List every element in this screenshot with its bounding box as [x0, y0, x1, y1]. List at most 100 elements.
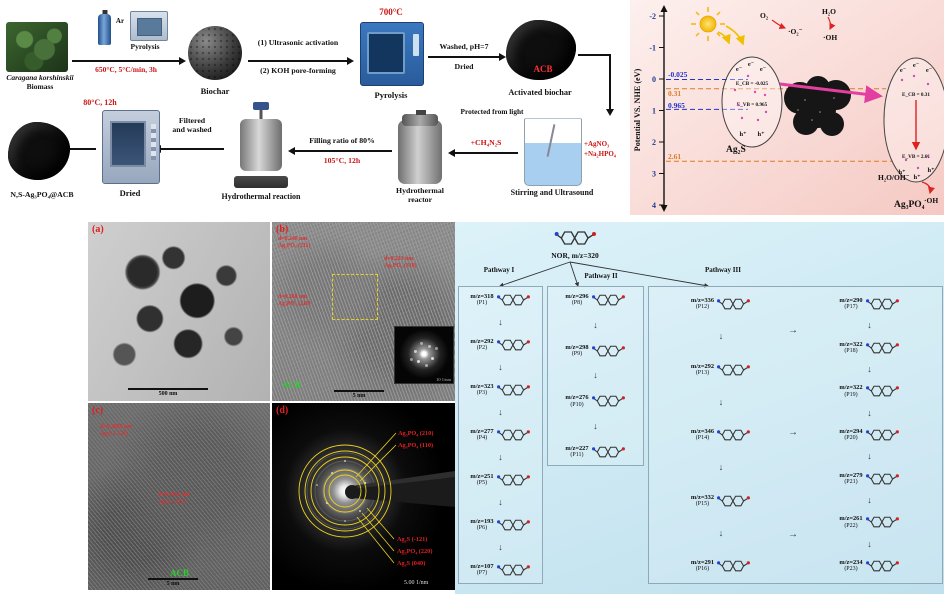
superoxide-label: ·O₂⁻: [788, 27, 803, 36]
pathway-product: m/z=234(P23): [839, 556, 899, 576]
ecb-ag2s-label: E_CB = -0.025: [736, 81, 769, 87]
pathway-product: m/z=318(P1): [470, 290, 530, 310]
molecule-structure: [496, 294, 530, 306]
product-code: (P2): [476, 345, 488, 352]
hydrothermal-reaction-icon: [232, 102, 290, 188]
panel-b-fft-inset: 10 1/nm: [394, 326, 454, 384]
pathway-product: m/z=107(P7): [470, 560, 530, 580]
evb-ag2s-label: E_VB = 0.965: [737, 102, 768, 108]
pathway2-label: Pathway II: [584, 272, 618, 280]
pathway-product: m/z=279(P21): [839, 469, 899, 489]
filtered-line1: Filtered: [178, 116, 206, 125]
product-mz: m/z=318: [470, 293, 494, 301]
product-code: (P14): [695, 435, 710, 442]
product-code: (P4): [476, 435, 488, 442]
down-arrow-icon: ↓: [867, 538, 872, 549]
filling-label: Filling ratio of 80%: [309, 136, 375, 145]
axis-tick: 0: [652, 75, 656, 84]
reactor-label: Hydrothermal reactor: [396, 186, 444, 205]
product-code: (P7): [476, 570, 488, 577]
tem-panel-a: [88, 222, 270, 401]
biochar-image: [188, 26, 242, 80]
down-arrow-icon: ↓: [498, 361, 503, 372]
panel-c-label: (c): [92, 405, 104, 416]
pathway-product: m/z=323(P3): [470, 380, 530, 400]
pathway-product: m/z=294(P20): [839, 425, 899, 445]
filtered-line2: and washed: [172, 125, 212, 135]
molecule-structure: [591, 294, 625, 306]
saed-bottom-label-3: Ag₂S (040): [397, 560, 425, 567]
biomass-label: Caragana korshinskii Biomass: [0, 73, 80, 92]
product-code: (P11): [570, 452, 584, 459]
product-mz: m/z=193: [470, 518, 494, 526]
down-arrow-icon: ↓: [593, 319, 598, 330]
saed-top-label-1: Ag₃PO₄ (210): [398, 430, 433, 437]
axis-tick: 3: [652, 170, 656, 179]
hole-label: h⁺: [898, 169, 905, 176]
down-arrow-icon: ↓: [498, 541, 503, 552]
reagent2: +Na₂HPO₄: [584, 150, 616, 158]
product-code: (P13): [695, 369, 710, 376]
heater-base: [234, 176, 288, 188]
product-mz: m/z=251: [470, 473, 494, 481]
fft-spots: [423, 353, 426, 356]
band-diagram-panel: -2 -1 0 1 2 3 4 Potential VS. NHE (eV) -…: [630, 0, 944, 215]
acb-tag: ACB: [533, 64, 553, 74]
panel-a-label: (a): [92, 224, 104, 235]
cb-ag2s-value: -0.025: [668, 70, 688, 79]
product-code: (P18): [844, 347, 858, 354]
arrow-filling: [288, 146, 392, 155]
electron-label: e⁻: [913, 62, 919, 69]
hole-label: h⁺: [739, 131, 746, 138]
pathway1-products: m/z=318(P1)↓m/z=292(P2)↓m/z=323(P3)↓m/z=…: [459, 287, 542, 583]
fft-scale: 10 1/nm: [436, 377, 451, 382]
hydroxyl2-label: ·OH: [924, 196, 938, 205]
molecule-structure: [591, 396, 625, 407]
connector-line-h: [578, 54, 610, 56]
molecule-structure: [496, 564, 530, 576]
panel-b-scale: 5 nm: [352, 393, 366, 399]
product-mz: m/z=290: [839, 297, 863, 305]
panel-d-label: (d): [276, 405, 289, 416]
pathway-product: m/z=332(P15): [691, 491, 751, 511]
molecule-structure: [865, 560, 899, 572]
product-code: (P17): [844, 304, 858, 311]
ring-markers: [298, 444, 392, 538]
reaction-label: Hydrothermal reaction: [221, 192, 301, 201]
potential-axis: -2 -1 0 1 2 3 4 Potential VS. NHE (eV): [633, 5, 668, 212]
electron-label: e⁻: [760, 66, 766, 73]
cb-ag3po4-value: 0.31: [668, 89, 681, 98]
activated-biochar-label: Activated biochar: [508, 88, 572, 97]
molecule-structure: [865, 342, 899, 353]
product-code: (P10): [570, 401, 584, 408]
h2o-label: H₂O: [822, 7, 836, 16]
panel-b-roi-box: [332, 274, 378, 320]
protected-label: Protected from light: [460, 107, 524, 116]
label-connectors: [355, 432, 397, 564]
step3-line2: Dried: [454, 62, 474, 71]
molecule-structure: [717, 364, 751, 375]
panel-c-scalebar: [148, 578, 198, 580]
arrow-filtered: [154, 144, 224, 153]
pathway1-label: Pathway I: [483, 266, 515, 274]
down-arrow-icon: ↓: [867, 320, 872, 331]
tem-panel-c: [88, 403, 270, 590]
hole-label: h⁺: [927, 167, 934, 174]
step2-line2: (2) KOH pore-forming: [260, 66, 336, 75]
molecule-structure: [591, 446, 625, 458]
molecule-structure: [717, 429, 751, 441]
down-arrow-icon: ↓: [718, 396, 724, 407]
biomass-sub: Biomass: [26, 81, 54, 91]
stirrer-rod: [259, 104, 263, 122]
down-arrow-icon: ↓: [498, 496, 503, 507]
band-panel-background: [630, 0, 944, 215]
axis-tick: 1: [652, 107, 656, 116]
pathway-product: m/z=322(P19): [839, 381, 899, 401]
ros-reactions-top: O₂ ·O₂⁻ H₂O ·OH: [760, 7, 837, 42]
argon-label: Ar: [115, 17, 125, 25]
dried-label: Dried: [119, 188, 141, 198]
product-code: (P3): [476, 390, 488, 397]
argon-cylinder-icon: [98, 14, 111, 45]
